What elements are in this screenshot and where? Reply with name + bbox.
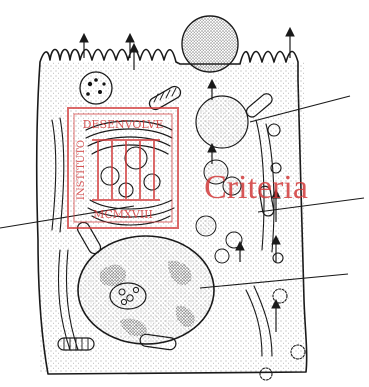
wordmark: Criteria xyxy=(204,169,308,206)
secretory-granule-large xyxy=(182,16,238,72)
secretory-granule xyxy=(196,96,248,148)
seal-side-text: INSTITUTO xyxy=(76,140,87,200)
seal-top-text: DESENVOLVE xyxy=(83,118,164,131)
seal-bottom-text: MCMXVIII xyxy=(93,208,153,221)
nucleus xyxy=(78,236,214,344)
